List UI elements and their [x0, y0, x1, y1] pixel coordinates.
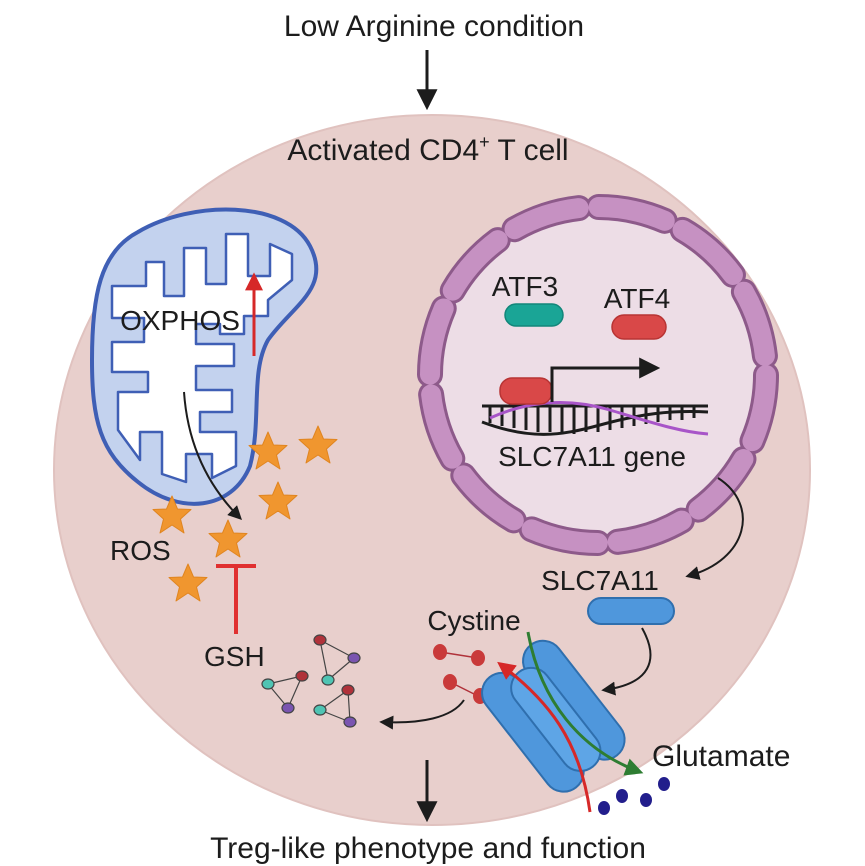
outcome-label: Treg-like phenotype and function: [210, 832, 646, 865]
transcription-arrow: [550, 357, 661, 402]
slc7a11-gene-dna: [481, 400, 709, 436]
glutamate-label: Glutamate: [652, 740, 790, 773]
slc7a11-label: SLC7A11: [541, 565, 659, 596]
cystine-import-arrow: [497, 661, 592, 813]
slc7a11-protein: [587, 597, 675, 625]
atf4-bound-factor: [499, 377, 553, 405]
gsh-inhibition-bar: [216, 564, 256, 634]
atf3-label: ATF3: [492, 271, 558, 302]
ros-label: ROS: [110, 535, 171, 566]
glutamate-molecules: [598, 777, 670, 815]
trafficking-arrow: [601, 627, 652, 696]
gsh-molecules: [261, 634, 361, 728]
oxphos-to-ros-arrow: [183, 391, 242, 520]
gene-label: SLC7A11 gene: [498, 441, 686, 472]
nucleus: [417, 194, 779, 556]
atf4-factor: [611, 314, 667, 340]
atf4-label: ATF4: [604, 283, 670, 314]
atf3-factor: [504, 303, 564, 327]
glutamate-export-arrow: [526, 631, 644, 776]
cell-title: Activated CD4+ T cell: [287, 132, 568, 167]
gsh-label: GSH: [204, 641, 265, 672]
expression-arrow: [685, 477, 744, 580]
cystine-to-gsh-arrow: [379, 699, 465, 730]
oxphos-label: OXPHOS: [120, 305, 240, 336]
top-condition-label: Low Arginine condition: [284, 10, 584, 43]
cystine-molecules: [433, 644, 487, 704]
cystine-label: Cystine: [427, 605, 520, 636]
